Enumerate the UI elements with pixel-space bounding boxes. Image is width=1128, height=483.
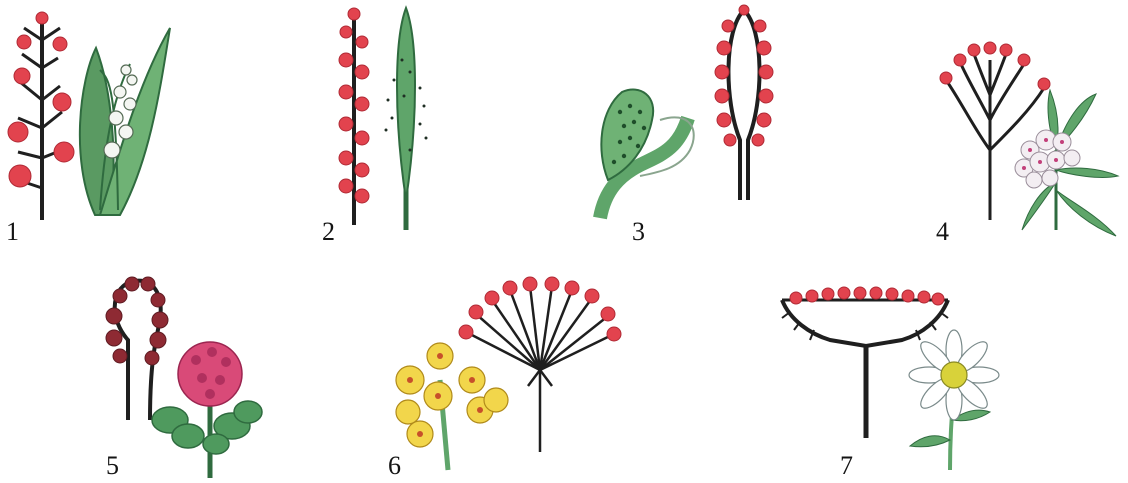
lily-of-the-valley-illustration [80,28,170,215]
label-4: 4 [936,217,949,246]
label-3: 3 [632,217,645,246]
raceme-scheme [8,12,74,220]
label-2: 2 [322,217,335,246]
corymb-flower-illustration [1015,90,1118,236]
plantain-illustration [385,8,428,230]
daisy-illustration [909,330,999,470]
umbel-flower-illustration [396,343,508,470]
umbel-scheme [459,277,621,452]
corymb-scheme [940,42,1050,220]
spike-scheme [339,8,369,225]
capitulum-scheme [782,287,948,438]
label-5: 5 [106,451,119,480]
label-6: 6 [388,451,401,480]
clover-illustration [152,342,262,478]
spadix-illustration [600,90,694,218]
label-7: 7 [840,451,853,480]
head-scheme [106,277,168,420]
spadix-scheme [715,5,773,200]
label-1: 1 [6,217,19,246]
